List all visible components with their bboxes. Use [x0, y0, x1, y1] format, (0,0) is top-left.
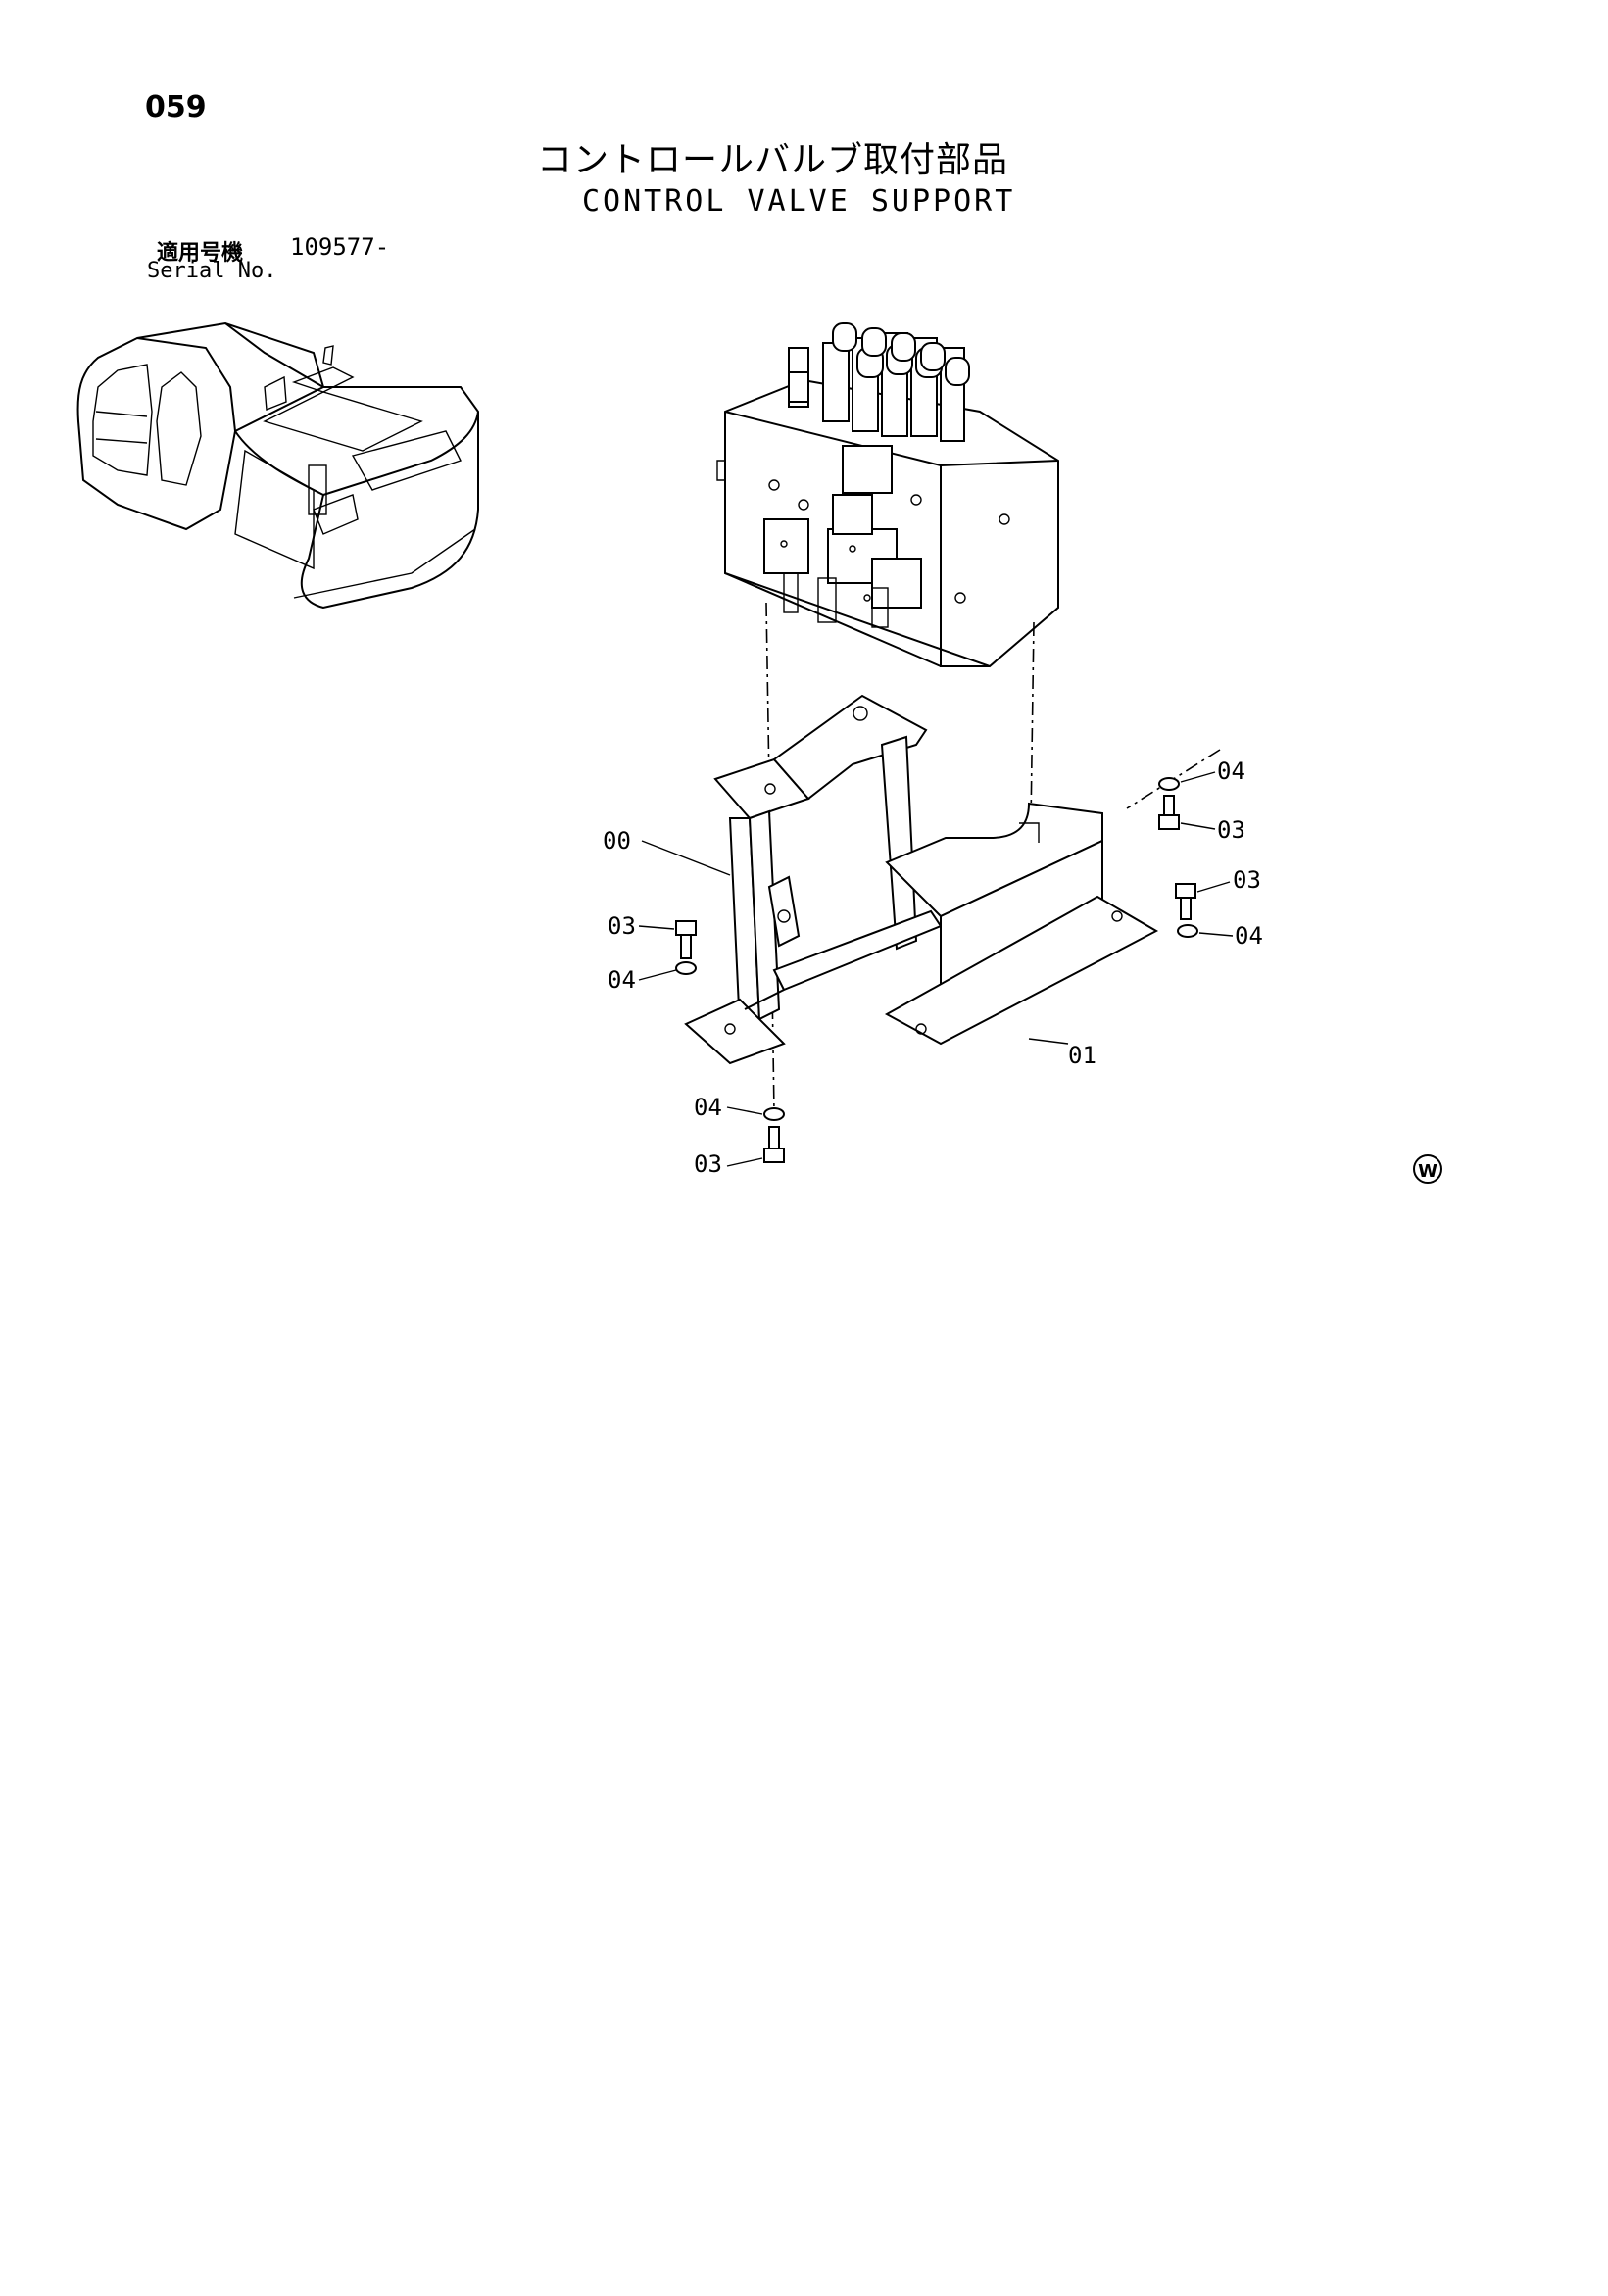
serial-label-japanese: 適用号機: [157, 241, 244, 266]
bolt-03-top-right-icon: [1158, 795, 1180, 830]
washer-04-top-right-icon: [1158, 777, 1180, 791]
page-number: 059: [145, 90, 207, 124]
callout-04-left: 04: [608, 966, 636, 994]
excavator-locator-icon: [76, 321, 480, 610]
bracket-01: [884, 802, 1159, 1046]
washer-04-bottom-icon: [763, 1107, 785, 1121]
serial-label-english: Serial No.: [147, 259, 277, 283]
bolt-03-right-icon: [1175, 883, 1196, 920]
bolt-03-left-icon: [675, 920, 697, 959]
title-english: CONTROL VALVE SUPPORT: [582, 184, 1016, 219]
w-mark-icon: W: [1413, 1154, 1442, 1184]
washer-04-left-icon: [675, 961, 697, 975]
washer-04-right-icon: [1177, 924, 1198, 938]
bolt-03-bottom-icon: [763, 1126, 785, 1163]
callout-00: 00: [603, 827, 631, 855]
callout-01: 01: [1068, 1042, 1096, 1069]
callout-04-right: 04: [1235, 922, 1263, 950]
callout-04-top-right: 04: [1217, 757, 1245, 785]
callout-03-bottom: 03: [694, 1150, 722, 1178]
callout-03-right: 03: [1233, 866, 1261, 894]
callout-04-bottom: 04: [694, 1094, 722, 1121]
control-valve-assembly: [716, 322, 1059, 668]
callout-03-top-right: 03: [1217, 816, 1245, 844]
bracket-00: [684, 694, 943, 1065]
serial-number-value: 109577-: [290, 233, 390, 261]
title-japanese: コントロールバルブ取付部品: [537, 140, 1009, 180]
svg-text:W: W: [1418, 1161, 1437, 1182]
callout-03-left: 03: [608, 912, 636, 940]
